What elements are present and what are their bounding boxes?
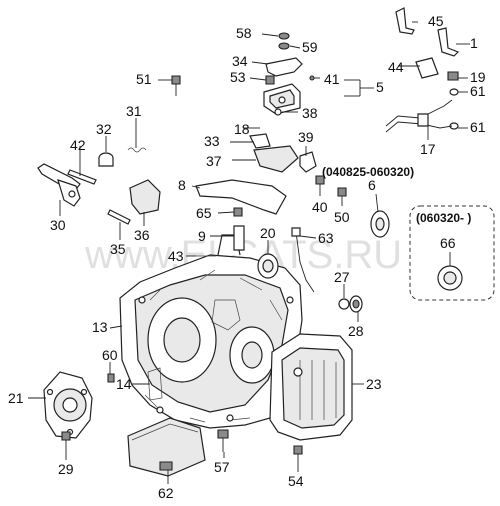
callout-61-bottom: 61 <box>470 119 486 135</box>
callout-37: 37 <box>206 153 222 169</box>
bolt-57 <box>217 429 229 452</box>
callout-38: 38 <box>302 105 318 121</box>
callout-63: 63 <box>318 230 334 246</box>
leader-lines <box>28 21 470 484</box>
callout-13: 13 <box>92 319 108 335</box>
nut-58 <box>278 32 290 40</box>
seal-6 <box>370 210 390 238</box>
callout-35: 35 <box>110 241 126 257</box>
pin-41 <box>309 75 315 81</box>
seal-66 <box>437 265 463 291</box>
pin-42 <box>67 169 97 185</box>
callout-36: 36 <box>134 227 150 243</box>
callout-33: 33 <box>204 133 220 149</box>
bracket-8 <box>195 179 287 215</box>
bracket-1 <box>437 27 460 57</box>
callout-40: 40 <box>312 199 328 215</box>
bracket-44 <box>415 57 439 79</box>
bracket-36 <box>129 179 161 215</box>
callout-39: 39 <box>298 129 314 145</box>
callout-17: 17 <box>420 141 436 157</box>
dipstick-tube-63 <box>295 231 315 293</box>
side-cover <box>43 371 93 439</box>
callout-32: 32 <box>96 121 112 137</box>
callout-42: 42 <box>70 137 86 153</box>
oil-filter <box>127 417 206 477</box>
inset-box <box>409 205 495 301</box>
pin-60 <box>107 373 115 383</box>
callout-66: 66 <box>440 235 456 251</box>
callout-6: 6 <box>368 177 376 193</box>
detent-plate-37 <box>253 145 299 173</box>
callout-30: 30 <box>50 217 66 233</box>
callout-31: 31 <box>126 103 142 119</box>
callout-18: 18 <box>234 121 250 137</box>
seal-28 <box>349 295 363 313</box>
callout-1: 1 <box>470 35 478 51</box>
sensor-33 <box>249 133 271 149</box>
bolt-65 <box>233 207 243 217</box>
callout-54: 54 <box>288 473 304 489</box>
callout-34: 34 <box>232 53 248 69</box>
washer-59 <box>278 42 290 50</box>
seal-20 <box>257 253 279 279</box>
callout-28: 28 <box>348 323 364 339</box>
callout-19: 19 <box>470 69 486 85</box>
callout-57: 57 <box>214 459 230 475</box>
callout-43: 43 <box>168 248 184 264</box>
inset-label: (060320- ) <box>416 211 471 225</box>
washer-38 <box>274 108 282 116</box>
spring-31 <box>127 147 147 153</box>
callout-65: 65 <box>196 205 212 221</box>
bolt-29 <box>61 431 71 448</box>
callout-9: 9 <box>198 228 206 244</box>
callout-8: 8 <box>178 177 186 193</box>
callout-21: 21 <box>8 390 24 406</box>
bushing-32 <box>98 152 114 167</box>
bolt-40 <box>315 175 325 185</box>
callout-20: 20 <box>260 225 276 241</box>
bolt-50 <box>337 187 347 197</box>
callout-44: 44 <box>388 59 404 75</box>
callout-59: 59 <box>302 39 318 55</box>
callout-27: 27 <box>334 269 350 285</box>
spring-39 <box>299 151 317 173</box>
callout-53: 53 <box>230 69 246 85</box>
callout-62: 62 <box>158 485 174 501</box>
sleeve-9 <box>233 225 245 251</box>
ring-27 <box>338 298 350 310</box>
bolt-19 <box>447 71 459 81</box>
gasket-14 <box>147 367 163 401</box>
o-ring-61a <box>449 88 459 96</box>
bolt-51 <box>171 75 181 96</box>
date-range-label: (040825-060320) <box>322 165 414 179</box>
lever-34 <box>265 57 303 77</box>
callout-58: 58 <box>236 25 252 41</box>
bolt-53 <box>265 75 275 85</box>
manual-lever <box>37 163 81 207</box>
callout-51: 51 <box>136 71 152 87</box>
callout-60: 60 <box>102 347 118 363</box>
bracket-45 <box>395 7 415 35</box>
callout-5: 5 <box>376 79 384 95</box>
pin-35 <box>107 209 131 225</box>
callout-29: 29 <box>58 461 74 477</box>
callout-61-top: 61 <box>470 83 486 99</box>
callout-14: 14 <box>116 376 132 392</box>
callout-23: 23 <box>366 376 382 392</box>
callout-41: 41 <box>324 71 340 87</box>
bolt-54 <box>293 445 303 466</box>
callout-45: 45 <box>428 13 444 29</box>
solenoid-assembly <box>263 83 301 115</box>
callout-50: 50 <box>334 209 350 225</box>
oil-pan <box>269 333 353 441</box>
callout-labels: 45 1 44 19 61 61 17 58 59 34 53 41 5 38 … <box>8 13 486 501</box>
